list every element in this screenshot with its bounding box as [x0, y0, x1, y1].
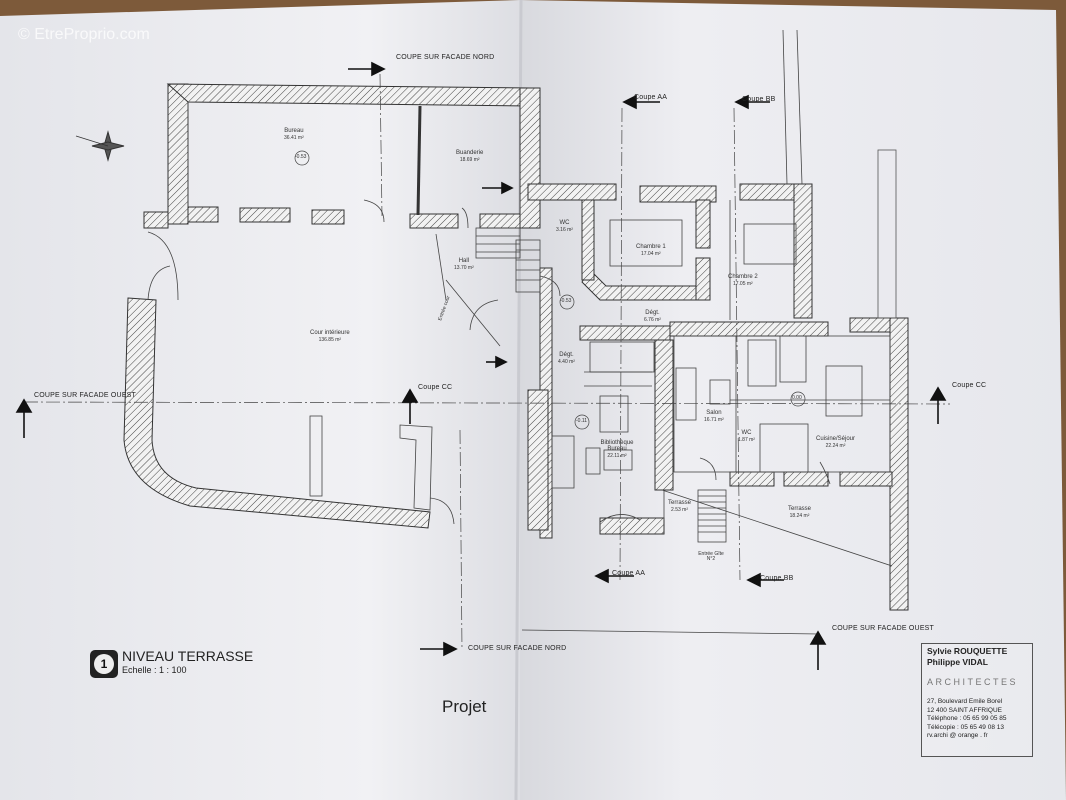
plan-status: Projet: [442, 697, 487, 716]
coupe-aa-bottom: Coupe AA: [612, 570, 646, 577]
section-lines: [23, 73, 951, 651]
coupe-bb-bottom: Coupe BB: [760, 575, 794, 582]
paper-left-sheet: [0, 0, 528, 800]
coupe-bb-top: Coupe BB: [742, 96, 776, 103]
coupe-cc-right: Coupe CC: [952, 382, 987, 389]
north-compass-icon: [75, 130, 125, 162]
architect-name-1: Sylvie ROUQUETTE: [927, 646, 1008, 656]
plan-number-badge: 1: [90, 650, 118, 678]
level-label-4: 0.00: [792, 395, 802, 401]
architect-phone: Téléphone : 05 65 99 05 85: [927, 715, 1007, 722]
room-degt-1: Dégt.6.76 m²: [644, 310, 661, 323]
boundary-line-2: [782, 29, 788, 185]
level-label-3: -0.11: [576, 418, 588, 424]
interior-lines: [147, 102, 893, 567]
entree-gite-label: Entrée Gîte N°2: [698, 551, 724, 562]
level-label-2: -0.53: [560, 298, 572, 304]
plan-title: NIVEAU TERRASSE: [122, 648, 254, 664]
level-label-1: -0.53: [295, 154, 307, 160]
coupe-aa-top: Coupe AA: [634, 94, 668, 101]
architect-firm: ARCHITECTES: [927, 677, 1019, 687]
coupe-facade-nord-top: COUPE SUR FACADE NORD: [396, 54, 495, 61]
walls: [123, 83, 909, 611]
plan-number: 1: [94, 654, 114, 674]
section-arrows: [15, 61, 947, 670]
room-degt-2: Dégt.4.40 m²: [558, 352, 575, 365]
architect-city: 12 400 SAINT AFFRIQUE: [927, 706, 1003, 714]
architect-email: rv.archi @ orange . fr: [927, 732, 988, 739]
architect-address: 27, Boulevard Emile Borel: [927, 698, 1003, 705]
boundary-line-1: [796, 29, 803, 185]
architect-fax: Télécopie : 05 65 49 08 13: [927, 723, 1004, 731]
boundary-post: [877, 149, 897, 319]
coupe-cc-left: Coupe CC: [418, 384, 453, 391]
section-ouest-bottom-line: [521, 629, 821, 635]
coupe-facade-nord-bottom: COUPE SUR FACADE NORD: [468, 645, 567, 652]
watermark: © EtreProprio.com: [18, 26, 150, 43]
coupe-facade-ouest-right: COUPE SUR FACADE OUEST: [832, 625, 935, 632]
architect-name-2: Philippe VIDAL: [927, 656, 988, 667]
architect-title-block: Sylvie ROUQUETTE Philippe VIDAL ARCHITEC…: [921, 643, 1033, 757]
level-marker-circles: [294, 150, 806, 430]
plan-scale: Echelle : 1 : 100: [122, 665, 187, 675]
coupe-facade-ouest-left: COUPE SUR FACADE OUEST: [34, 392, 137, 399]
